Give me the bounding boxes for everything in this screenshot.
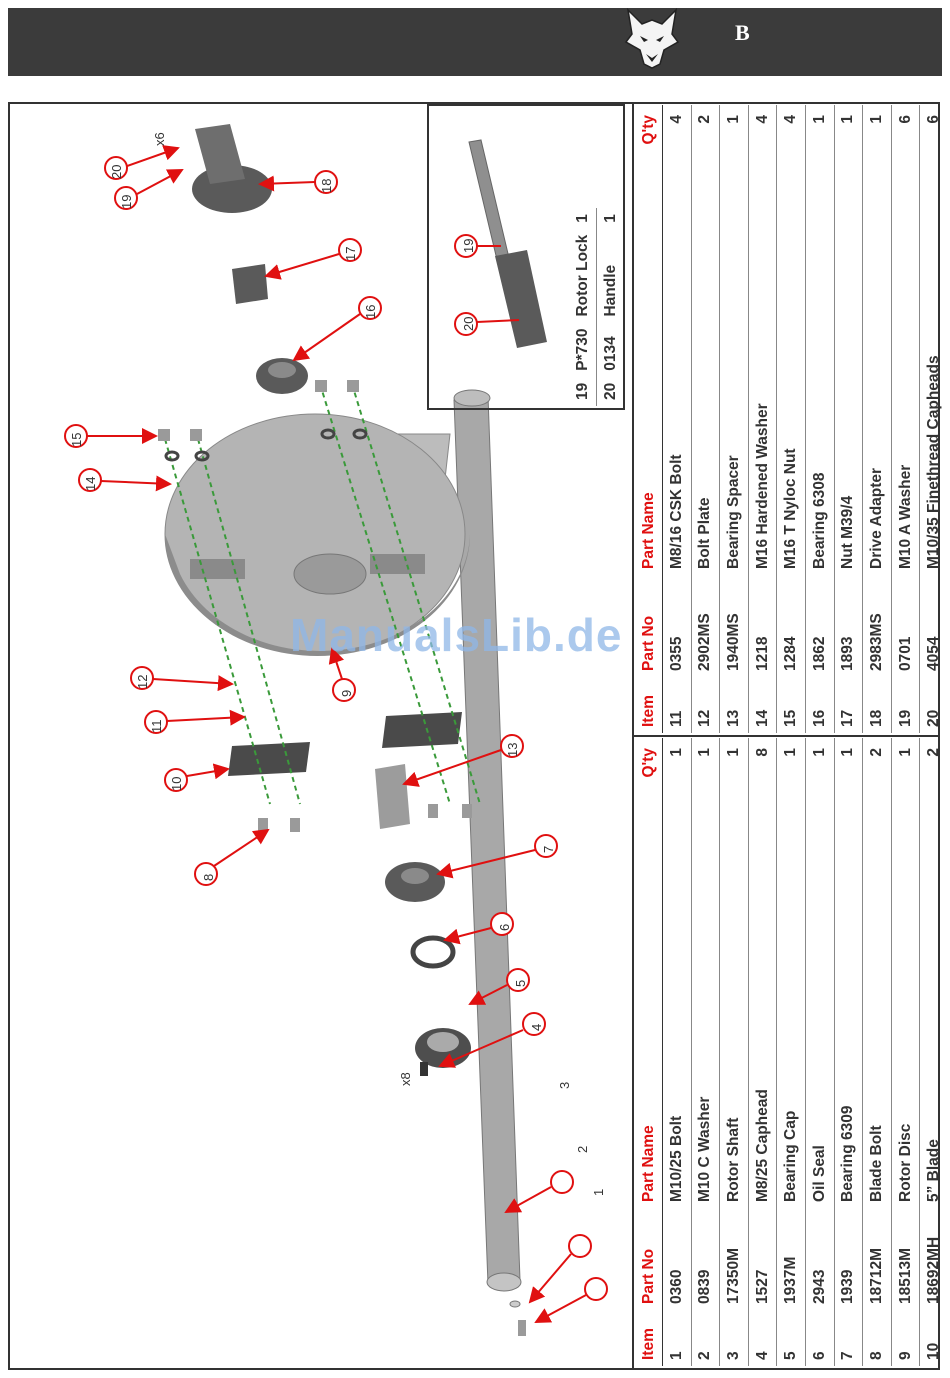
- callout-label-5: 5: [513, 979, 528, 987]
- callout-label-18: 18: [319, 178, 334, 193]
- callout-12: [130, 666, 234, 692]
- page-header: [8, 8, 942, 76]
- callout-label-10: 10: [169, 776, 184, 791]
- callout-label-20: 20: [109, 164, 124, 179]
- callout-7: [436, 834, 558, 879]
- inset-row: 19 P*730 Rotor Lock 1: [573, 214, 591, 400]
- callout-label-3: 3: [557, 1081, 572, 1089]
- qty-mark-x8: x8: [398, 1072, 413, 1086]
- callout-label-13: 13: [505, 742, 520, 757]
- callout-label-8: 8: [201, 873, 216, 881]
- callout-label-11: 11: [149, 719, 164, 734]
- callout-6: [443, 912, 514, 945]
- hardware: [158, 380, 526, 1336]
- inset-box: 19 20 19 P*730 Rotor Lock 1 20 0134 Hand…: [427, 104, 625, 410]
- callout-1: [534, 1277, 608, 1323]
- callout-19: [114, 169, 184, 210]
- callout-14: [78, 468, 172, 492]
- callout-11: [144, 709, 246, 734]
- callout-label-17: 17: [343, 246, 358, 261]
- table-header: Item Part No Part Name Q'ty: [636, 738, 663, 1366]
- callout-label-9: 9: [339, 689, 354, 697]
- callout-15: [64, 424, 158, 448]
- qty-mark-x6: x6: [152, 132, 167, 146]
- callout-label-12: 12: [135, 674, 150, 689]
- callout-markers: [64, 145, 608, 1323]
- rotor-lock-illustration: [454, 139, 547, 348]
- callout-label-4: 4: [529, 1023, 544, 1031]
- callout-9: [328, 647, 356, 702]
- inset-callout-19: 19: [461, 238, 476, 253]
- blade-parts: [228, 712, 462, 776]
- callout-5: [468, 968, 530, 1005]
- callout-label-6: 6: [497, 923, 512, 931]
- callout-10: [164, 763, 230, 792]
- callout-8: [194, 828, 270, 886]
- rotor-shaft-part: [453, 389, 522, 1292]
- callout-16: [292, 296, 382, 362]
- callout-label-1: 1: [591, 1188, 606, 1196]
- callout-20: [104, 145, 180, 180]
- inset-callout-20: 20: [461, 316, 476, 331]
- column-divider: [632, 104, 634, 1368]
- callout-label-2: 2: [575, 1145, 590, 1153]
- callout-label-14: 14: [83, 476, 98, 491]
- callout-2: [528, 1234, 592, 1304]
- callout-label-16: 16: [363, 304, 378, 319]
- callout-4: [438, 1012, 546, 1068]
- inset-row: 20 0134 Handle 1: [596, 208, 624, 406]
- wolf-head-logo-icon: [624, 8, 680, 69]
- callout-17: [264, 238, 362, 280]
- callout-label-7: 7: [541, 845, 556, 853]
- inset-parts-table: 19 P*730 Rotor Lock 1 20 0134 Handle 1: [569, 208, 624, 406]
- table-header: Item Part No Part Name Q'ty: [636, 105, 663, 733]
- watermark: ManualsLib.de: [290, 609, 623, 661]
- callout-18: [258, 170, 338, 194]
- brand-letter: B: [735, 20, 750, 45]
- callout-label-19: 19: [119, 194, 134, 209]
- exploded-diagram: [64, 124, 608, 1336]
- callout-label-15: 15: [69, 432, 84, 447]
- drive-adapter-part: [192, 124, 272, 304]
- bearings: [256, 358, 471, 1068]
- table-divider: [634, 735, 940, 737]
- callout-3: [504, 1170, 574, 1213]
- callout-13: [402, 734, 524, 787]
- guide-lines: [164, 383, 481, 805]
